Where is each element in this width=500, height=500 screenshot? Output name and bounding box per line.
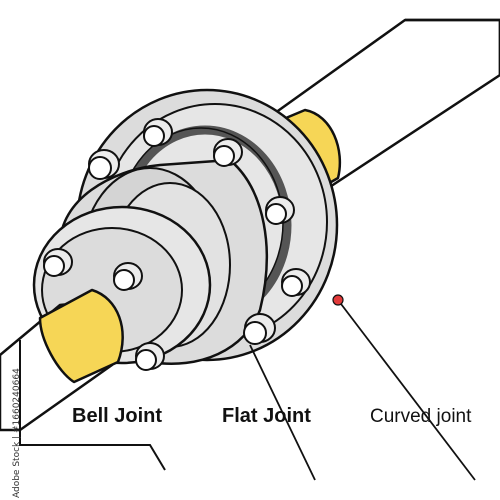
curved-joint-leader [337,299,476,481]
left-pipe [0,288,166,471]
bolt [135,342,165,371]
curved-joint-marker [332,294,344,306]
bolt [88,149,120,180]
bolt [265,196,295,225]
bolt [43,248,73,277]
watermark-id-text: Adobe Stock | #1660240664 [12,368,22,498]
bolt [281,268,311,297]
bolt [213,138,243,167]
stock-watermark: Adobe Stock | #1660240664 [1,368,22,500]
bolt [113,262,143,291]
rear-bolts [88,118,311,345]
curved-joint-label: Curved joint [370,406,472,427]
bell-joint-label: Bell Joint [72,405,163,427]
bolt [143,118,173,147]
front-bolts [43,248,165,371]
leader-lines [249,299,476,481]
flat-joint-label: Flat Joint [222,405,311,427]
bolt [243,313,276,345]
flat-joint-leader [249,344,316,481]
